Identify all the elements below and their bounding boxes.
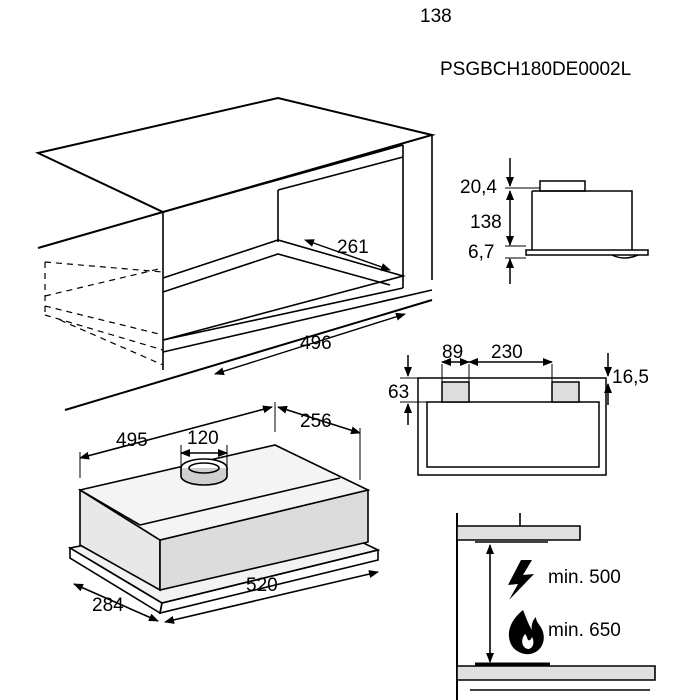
front-height-label: 63	[388, 382, 410, 403]
gas-clearance-label: min. 650	[548, 620, 621, 641]
hood-view	[67, 402, 381, 624]
front-right-label: 16,5	[612, 367, 649, 388]
electric-clearance-label: min. 500	[548, 567, 621, 588]
side-height-label: 138	[470, 212, 502, 233]
lightning-icon	[508, 560, 534, 600]
hood-front-width-label: 520	[246, 575, 278, 596]
side-view	[505, 158, 649, 284]
front-spacing-label: 230	[491, 342, 523, 363]
hood-outlet-label: 120	[187, 428, 219, 449]
side-bottom-label: 6,7	[468, 242, 495, 263]
header-height: 138	[420, 6, 452, 27]
hood-depth-label: 495	[116, 430, 148, 451]
flame-icon	[508, 610, 544, 655]
cabinet-view	[34, 96, 436, 411]
side-top-label: 20,4	[460, 177, 497, 198]
hood-side-label: 284	[92, 595, 124, 616]
front-view	[400, 353, 612, 476]
front-left-label: 89	[442, 342, 464, 363]
cabinet-dimension-lines	[214, 239, 406, 376]
cabinet-width-label: 496	[300, 333, 332, 354]
model-number: PSGBCH180DE0002L	[440, 59, 632, 80]
cabinet-depth-label: 261	[337, 237, 369, 258]
hood-width-label: 256	[300, 411, 332, 432]
clearance-view	[456, 513, 656, 700]
